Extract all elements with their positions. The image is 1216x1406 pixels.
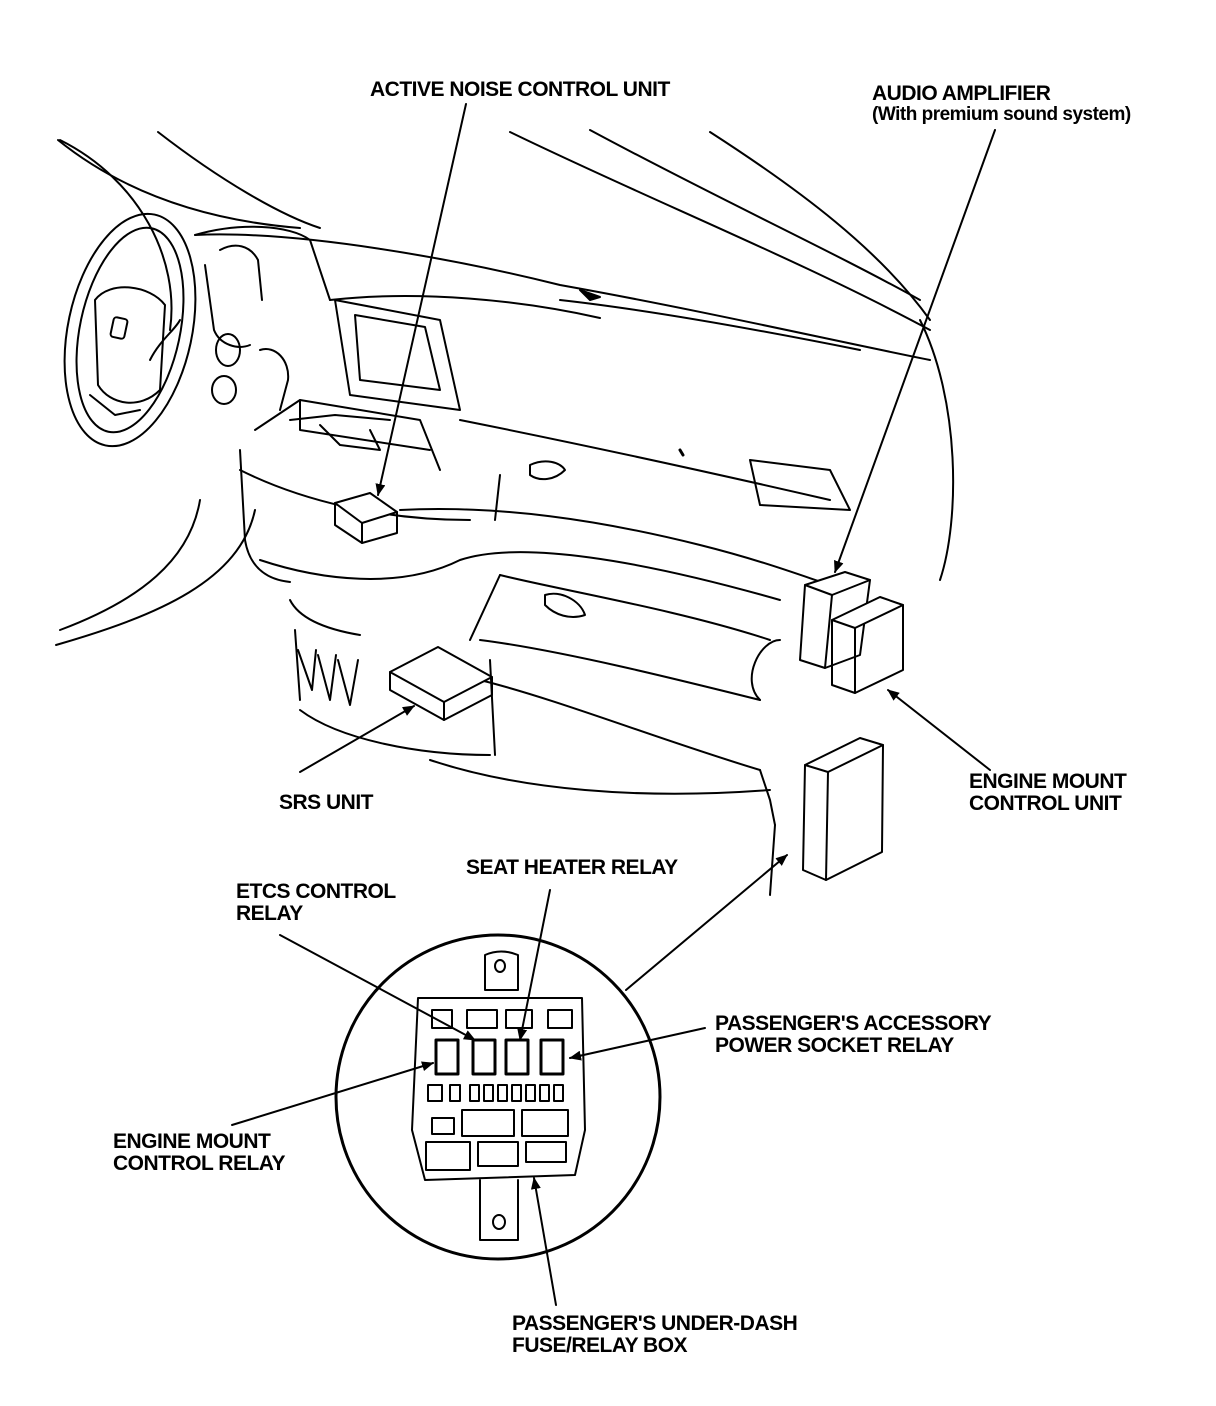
anc-unit-label: ACTIVE NOISE CONTROL UNIT [370,78,670,101]
instrument-cluster [194,225,331,411]
engine-mount-control-relay-label-line2: CONTROL RELAY [113,1152,286,1175]
fuse-box-side-view [802,737,884,881]
srs-unit-box [389,646,493,721]
engine-mount-control-unit-label-line2: CONTROL UNIT [969,792,1122,815]
audio-amplifier-sublabel: (With premium sound system) [872,104,1131,125]
engine-mount-control-unit-box [831,596,904,694]
lower-dash-left [289,599,776,896]
engine-mount-control-unit-label-line1: ENGINE MOUNT [969,770,1127,793]
fuse-box-detail-circle [334,933,662,1261]
etcs-control-relay-label-line2: RELAY [236,902,303,925]
under-dash-fuse-box-label-line1: PASSENGER'S UNDER-DASH [512,1312,798,1335]
leader-lines [231,103,996,1306]
dash-front [259,419,851,601]
passenger-accessory-relay-label-line2: POWER SOCKET RELAY [715,1034,954,1057]
glove-box [469,574,781,701]
under-dash-fuse-box-label-line2: FUSE/RELAY BOX [512,1334,688,1357]
windshield-lines [57,129,955,581]
center-stack [239,399,471,583]
srs-unit-label: SRS UNIT [279,791,374,814]
center-display [334,299,461,411]
seat-heater-relay-label: SEAT HEATER RELAY [466,856,678,879]
audio-amplifier-label: AUDIO AMPLIFIER [872,82,1051,105]
left-door-lines [55,139,256,646]
steering-wheel [63,212,197,448]
dashboard-top [194,233,931,361]
passenger-accessory-relay-label-line1: PASSENGER'S ACCESSORY [715,1012,992,1035]
engine-mount-control-relay-label-line1: ENGINE MOUNT [113,1130,271,1153]
fuse-box-detail [411,950,586,1241]
anc-unit-box [334,492,398,544]
etcs-control-relay-label-line1: ETCS CONTROL [236,880,396,903]
